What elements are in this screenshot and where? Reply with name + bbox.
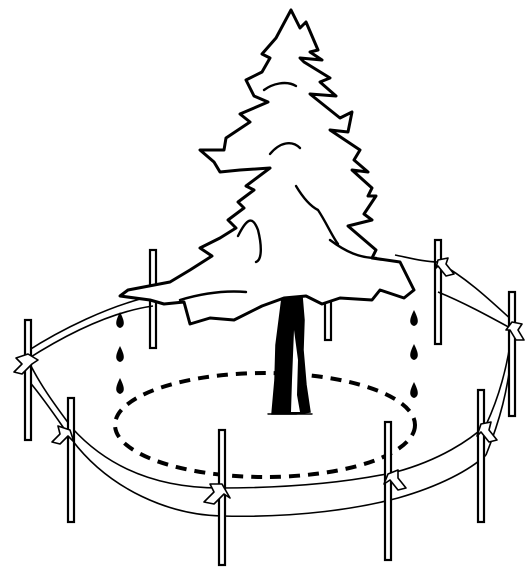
rope-back-right-upper — [395, 255, 438, 262]
tree-trunk — [272, 296, 310, 414]
post-front-right — [385, 422, 391, 560]
post-far-left — [25, 320, 31, 440]
drip-line-circle — [115, 373, 415, 477]
drip-left-2 — [116, 346, 124, 362]
rope-back-upper-2 — [26, 306, 153, 360]
post-back-center — [325, 300, 331, 340]
tree — [120, 10, 414, 414]
post-right — [478, 390, 484, 522]
rope-back-upper — [26, 296, 153, 352]
rope-front-left-1 — [28, 360, 72, 428]
water-drips — [116, 310, 418, 398]
drip-right-3 — [410, 382, 418, 398]
drip-right-2 — [410, 344, 418, 360]
drip-right-1 — [410, 310, 418, 326]
post-far-right — [509, 292, 515, 416]
drip-left-3 — [116, 378, 124, 394]
post-front-left — [68, 398, 74, 522]
front-ropes — [28, 330, 512, 516]
tree-foliage — [120, 10, 414, 324]
